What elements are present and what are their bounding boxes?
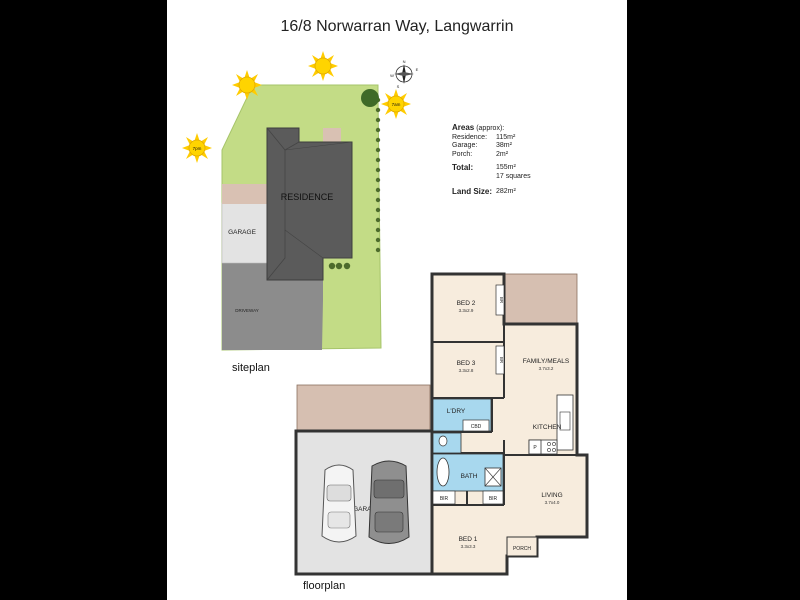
hedge — [328, 97, 381, 270]
ldry-name: L'DRY — [447, 408, 466, 415]
garage-pad — [221, 202, 268, 264]
porch-name: PORCH — [513, 546, 531, 552]
bed3-robe-label: BR — [499, 357, 504, 364]
siteplan-residence-label: RESIDENCE — [281, 192, 334, 202]
bed2-name: BED 2 — [457, 300, 476, 307]
floorplan: GARAGE — [294, 272, 589, 576]
living-name: LIVING — [541, 492, 562, 499]
bir-left-label: BIR — [440, 496, 449, 502]
rear-deck — [323, 128, 341, 142]
sun-7pm-icon: 7pm — [182, 133, 212, 163]
garage-room — [294, 429, 434, 576]
tree — [361, 89, 379, 107]
bir-right — [482, 490, 504, 505]
land-size-label: Land Size: — [452, 186, 493, 196]
family-meals-name: FAMILY/MEALS — [523, 358, 570, 365]
garage-area-value: 38m² — [496, 142, 512, 150]
sun-icon — [232, 70, 262, 100]
cbd-cupboard — [462, 419, 490, 432]
car-icon — [321, 464, 357, 543]
bed3-name: BED 3 — [457, 360, 476, 367]
siteplan: RESIDENCE GARAGE DRIVEWAY 7am 7pm N — [182, 51, 419, 351]
sink-icon — [559, 411, 571, 431]
siteplan-garage-label: GARAGE — [228, 229, 256, 236]
patio — [222, 184, 267, 204]
residence-area-label: Residence: — [452, 133, 488, 141]
porch-area-label: Porch: — [452, 150, 473, 158]
porch-area-value: 2m² — [496, 150, 509, 158]
robe-bed2 — [495, 284, 505, 316]
robe-bed3 — [495, 345, 505, 375]
bath-name: BATH — [461, 473, 478, 480]
total-area-value: 155m² — [496, 164, 516, 172]
land-size-value: 282m² — [496, 187, 516, 195]
compass-n: N — [403, 59, 406, 64]
sun-icon — [308, 51, 338, 81]
bed3-size: 3.3x2.8 — [459, 368, 474, 373]
driveway-area — [222, 263, 323, 350]
areas-table: Areas (approx): Residence: 115m² Garage: 3… — [452, 123, 562, 196]
cbd-label: CBD — [471, 424, 482, 430]
residence-area-value: 115m² — [496, 133, 516, 141]
bathtub-icon — [436, 457, 450, 487]
garage-room-label: GARAGE — [353, 506, 381, 513]
sun-7am-label: 7am — [392, 102, 401, 107]
sun-7am-icon: 7am — [381, 89, 411, 119]
car-icon — [368, 460, 410, 544]
cooktop-icon — [547, 442, 556, 452]
page-title: 16/8 Norwarran Way, Langwarrin — [280, 18, 514, 35]
interior-walls — [432, 274, 577, 506]
compass-icon: N S E W — [390, 59, 419, 89]
sun-7pm-label: 7pm — [193, 146, 202, 151]
bed1-size: 3.3x3.3 — [461, 544, 476, 549]
pantry — [528, 439, 542, 455]
compass-e: E — [416, 67, 419, 72]
kitchen-name: KITCHEN — [533, 424, 562, 431]
compass-w: W — [390, 73, 394, 78]
toilet-icon — [438, 435, 448, 447]
compass-s: S — [397, 84, 400, 89]
total-squares-value: 17 squares — [496, 172, 531, 180]
bed2-robe-label: BR — [499, 297, 504, 304]
garage-area-label: Garage: — [452, 142, 478, 150]
front-deck — [296, 384, 431, 433]
bed2-size: 3.3x2.9 — [459, 308, 474, 313]
total-area-label: Total: — [452, 163, 474, 173]
bed1-name: BED 1 — [459, 536, 478, 543]
siteplan-caption: siteplan — [232, 362, 270, 374]
areas-heading-note: (approx): — [476, 125, 505, 132]
floorplan-caption: floorplan — [303, 580, 346, 592]
siteplan-driveway-label: DRIVEWAY — [235, 308, 259, 313]
rear-deck-floorplan — [503, 273, 578, 325]
family-meals-size: 3.7x3.2 — [539, 366, 554, 371]
porch — [506, 536, 538, 557]
bir-right-label: BIR — [489, 496, 498, 502]
areas-heading: Areas — [452, 123, 475, 132]
bir-left — [432, 490, 456, 505]
laundry — [432, 398, 492, 432]
plan-sheet: 16/8 Norwarran Way, Langwarrin RESIDENCE — [167, 0, 627, 600]
living-size: 3.7x4.0 — [545, 500, 560, 505]
pantry-label: P — [533, 445, 537, 451]
